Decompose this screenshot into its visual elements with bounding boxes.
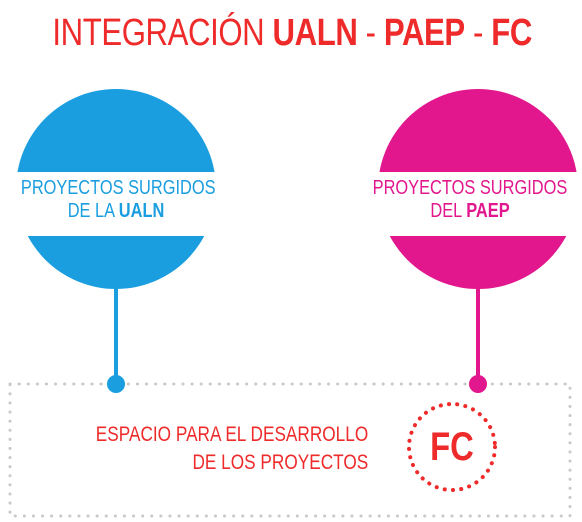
paep-label-prefix: DEL (430, 200, 462, 222)
ualn-label-band (0, 172, 228, 236)
ualn-label-line-1: PROYECTOS SURGIDOS (20, 177, 216, 199)
paep-label-bold: PAEP (466, 200, 510, 222)
fc-badge-ring (407, 402, 497, 492)
ualn-label-prefix: DE LA (67, 200, 115, 222)
paep-label-line-2: DEL PAEP (372, 200, 569, 223)
paep-label-line-1: PROYECTOS SURGIDOS (372, 177, 568, 199)
ualn-connector-dot (107, 375, 125, 393)
title-sep-1: - (357, 12, 384, 54)
paep-label-band (362, 172, 582, 236)
fc-badge-label: FC (430, 425, 474, 469)
title-paep: PAEP (383, 12, 465, 54)
ualn-label-bold: UALN (118, 200, 165, 222)
title-sep-2: - (464, 12, 492, 54)
space-label: ESPACIO PARA EL DESARROLLO DE LOS PROYEC… (96, 421, 368, 477)
ualn-label-line-2: DE LA UALN (21, 200, 211, 223)
paep-node-label: PROYECTOS SURGIDOS DEL PAEP (372, 177, 569, 223)
ualn-node-label: PROYECTOS SURGIDOS DE LA UALN (20, 177, 216, 223)
page-title: INTEGRACIÓN UALN - PAEP - FC (52, 12, 533, 54)
title-prefix: INTEGRACIÓN (52, 12, 265, 54)
title-ualn: UALN (272, 12, 358, 54)
title-fc: FC (491, 12, 533, 54)
space-label-line-2: DE LOS PROYECTOS (192, 451, 368, 474)
space-frame (8, 382, 572, 518)
space-label-line-1: ESPACIO PARA EL DESARROLLO (95, 423, 368, 446)
paep-connector-dot (469, 375, 487, 393)
